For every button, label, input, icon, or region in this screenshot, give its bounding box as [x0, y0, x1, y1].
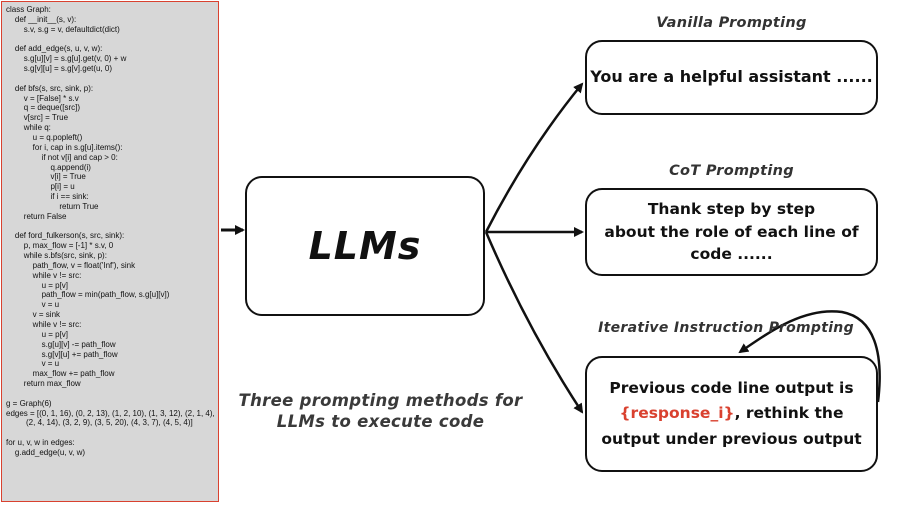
iterative-text: Previous code line output is {response_i…	[601, 376, 861, 453]
caption-line-1: Three prompting methods for	[238, 391, 523, 410]
cot-text: Thank step by step about the role of eac…	[604, 198, 858, 266]
cot-line-3: code ......	[690, 245, 773, 264]
cot-box: Thank step by step about the role of eac…	[585, 188, 878, 276]
arrow-llm-to-vanilla	[484, 82, 584, 233]
iterative-title: Iterative Instruction Prompting	[598, 320, 854, 336]
iterative-box: Previous code line output is {response_i…	[585, 356, 878, 472]
arrow-llm-to-iterative	[484, 231, 584, 414]
iterative-line-3: output under previous output	[601, 429, 862, 448]
vanilla-title: Vanilla Prompting	[656, 15, 807, 31]
vanilla-text: You are a helpful assistant ......	[590, 67, 873, 87]
llm-label: LLMs	[308, 224, 422, 268]
code-listing: class Graph: def __init__(s, v): s.v, s.…	[6, 5, 215, 457]
caption-line-2: LLMs to execute code	[276, 412, 485, 431]
cot-title: CoT Prompting	[669, 163, 794, 179]
response-placeholder: {response_i}	[619, 404, 735, 423]
loop-arrow-iterative	[738, 310, 881, 403]
code-panel: class Graph: def __init__(s, v): s.v, s.…	[1, 1, 219, 502]
cot-line-2: about the role of each line of	[604, 222, 859, 241]
iterative-line-2-rest: , rethink the	[734, 404, 844, 423]
cot-line-1: Thank step by step	[647, 200, 816, 219]
vanilla-box: You are a helpful assistant ......	[585, 40, 878, 115]
iterative-line-1: Previous code line output is	[609, 378, 854, 397]
iterative-line-2: {response_i}, rethink the	[601, 401, 861, 427]
llm-box: LLMs	[245, 176, 485, 316]
diagram-caption: Three prompting methods for LLMs to exec…	[213, 390, 548, 432]
